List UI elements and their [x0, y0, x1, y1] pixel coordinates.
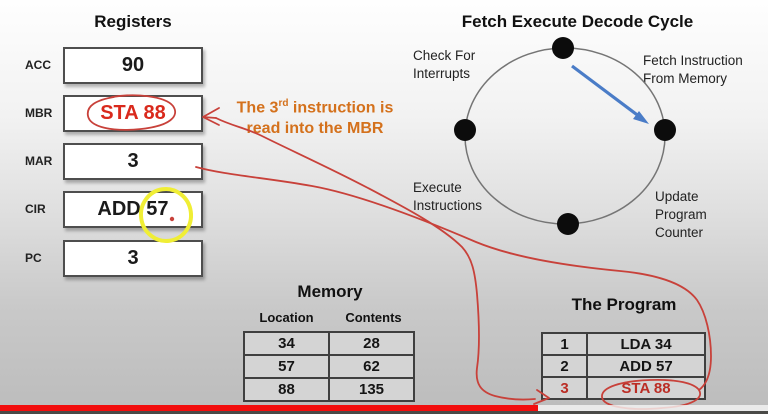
memory-cell-location: 88 [243, 377, 330, 402]
register-value-cir: ADD 57 [97, 198, 169, 220]
memory-cell-location: 57 [243, 354, 330, 379]
register-value-mar: 3 [127, 150, 139, 172]
register-label-mbr: MBR [25, 106, 53, 120]
video-progress-fill [0, 405, 538, 411]
register-row-pc: PC 3 [0, 240, 210, 277]
program-cell-number: 1 [541, 332, 588, 356]
program-row: 2 ADD 57 [541, 354, 706, 378]
cycle-node-left [454, 119, 476, 141]
memory-row: 34 28 [243, 331, 415, 356]
cycle-label-check-interrupts: Check For Interrupts [413, 48, 476, 81]
cycle-node-right [654, 119, 676, 141]
cycle-circle [464, 47, 666, 225]
program-row-highlighted: 3 STA 88 [541, 376, 706, 400]
register-box-acc: 90 [63, 47, 203, 84]
cycle-label-update-counter: Update Program Counter [655, 189, 707, 240]
memory-table: 34 28 57 62 88 135 [243, 331, 415, 402]
register-label-acc: ACC [25, 58, 51, 72]
cycle-title: Fetch Execute Decode Cycle [461, 12, 694, 31]
register-row-acc: ACC 90 [0, 47, 210, 84]
memory-cell-contents: 28 [328, 331, 415, 356]
cycle-node-bottom [557, 213, 579, 235]
register-value-pc: 3 [127, 247, 139, 269]
annotation-note-line1: The 3rd instruction is [236, 98, 394, 117]
register-box-mar: 3 [63, 143, 203, 180]
program-title: The Program [571, 295, 677, 314]
memory-cell-contents: 62 [328, 354, 415, 379]
cycle-node-top [552, 37, 574, 59]
register-box-cir: ADD 57 [63, 191, 203, 228]
registers-title: Registers [94, 12, 172, 31]
register-box-pc: 3 [63, 240, 203, 277]
memory-header-contents: Contents [345, 310, 402, 325]
memory-row: 57 62 [243, 354, 415, 379]
memory-cell-contents: 135 [328, 377, 415, 402]
program-table: 1 LDA 34 2 ADD 57 3 STA 88 [541, 332, 706, 400]
register-value-mbr: STA 88 [100, 102, 166, 124]
register-label-mar: MAR [25, 154, 53, 168]
annotation-note-line2: read into the MBR [246, 120, 384, 138]
register-row-mbr: MBR STA 88 [0, 95, 210, 132]
cycle-transition-arrowhead [633, 111, 649, 124]
program-cell-instruction: STA 88 [586, 376, 706, 400]
memory-title: Memory [297, 282, 363, 301]
program-cell-instruction: ADD 57 [586, 354, 706, 378]
program-row: 1 LDA 34 [541, 332, 706, 356]
video-progress-bar[interactable] [0, 405, 768, 411]
register-row-mar: MAR 3 [0, 143, 210, 180]
memory-row: 88 135 [243, 377, 415, 402]
player-bottom-strip [0, 411, 768, 414]
memory-header-location: Location [259, 310, 314, 325]
register-label-pc: PC [25, 251, 42, 265]
register-label-cir: CIR [25, 202, 46, 216]
memory-cell-location: 34 [243, 331, 330, 356]
register-box-mbr: STA 88 [63, 95, 203, 132]
program-cell-number: 3 [541, 376, 588, 400]
register-row-cir: CIR ADD 57 [0, 191, 210, 228]
register-value-acc: 90 [121, 54, 145, 76]
annotation-note: The 3rd instruction is read into the MBR [212, 93, 418, 139]
cycle-transition-arrow [571, 64, 641, 119]
program-cell-instruction: LDA 34 [586, 332, 706, 356]
program-cell-number: 2 [541, 354, 588, 378]
cycle-label-fetch-instruction: Fetch Instruction From Memory [643, 53, 743, 86]
cycle-label-execute-instructions: Execute Instructions [413, 180, 483, 213]
